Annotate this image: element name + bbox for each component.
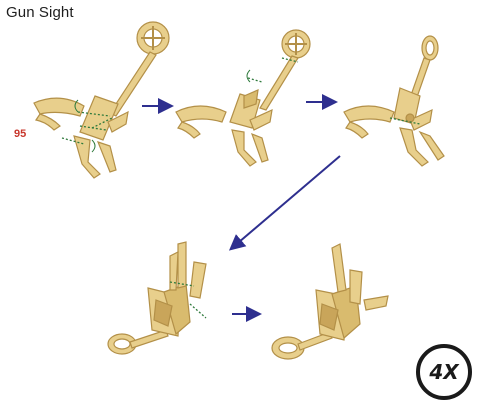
arrow-step3-to-4: [232, 156, 340, 248]
step-second-fold: [344, 36, 444, 166]
step-assembled-view-b: [272, 244, 388, 359]
step-flat-fret: [34, 22, 169, 178]
sight-ring: [137, 22, 169, 54]
body-plate: [80, 96, 118, 140]
fold-arrows-step2: [247, 70, 250, 82]
step-assembled-view-a: [108, 242, 206, 354]
sight-ring: [422, 36, 438, 60]
left-wing: [34, 98, 84, 116]
sight-ring: [282, 30, 310, 58]
step-first-fold: [176, 30, 310, 166]
